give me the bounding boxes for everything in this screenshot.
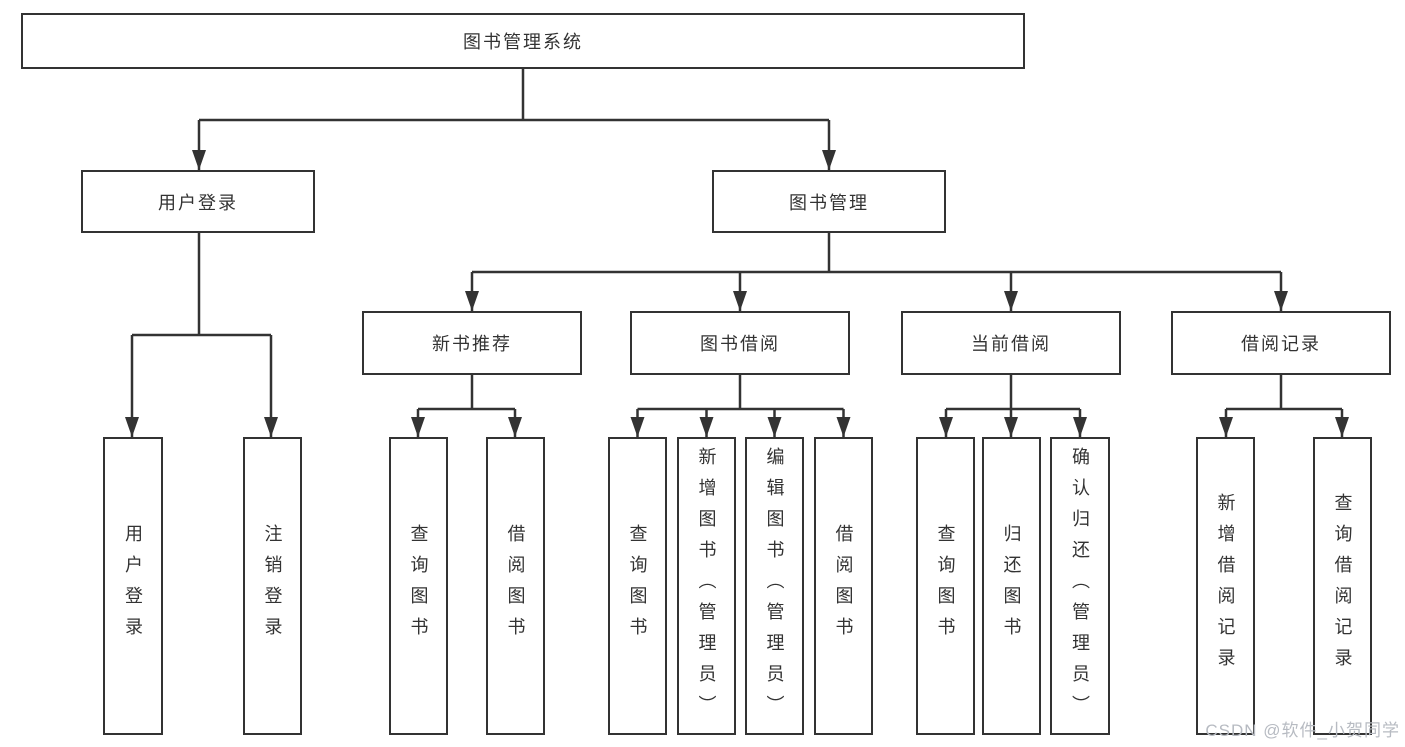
node-label: 编辑图书（管理员） [764, 446, 785, 726]
node-label: 查询图书 [935, 524, 956, 648]
node-label: 注销登录 [262, 524, 283, 648]
node-label: 借阅图书 [833, 524, 854, 648]
node-label: 查询图书 [627, 524, 648, 648]
node-label: 用户登录 [123, 524, 143, 648]
node-label: 图书借阅 [700, 334, 780, 354]
node-label: 用户登录 [158, 192, 238, 213]
node-leaf-user-login: 用户登录 [103, 437, 163, 735]
node-leaf-query-borrow-record: 查询借阅记录 [1313, 437, 1372, 735]
node-new-book-recommendation: 新书推荐 [362, 311, 582, 375]
node-label: 借阅图书 [505, 524, 526, 648]
node-label: 新增图书（管理员） [696, 446, 717, 726]
node-label: 借阅记录 [1241, 334, 1321, 354]
node-leaf-query-books-1: 查询图书 [389, 437, 448, 735]
node-leaf-add-borrow-record: 新增借阅记录 [1196, 437, 1255, 735]
node-leaf-edit-book-admin: 编辑图书（管理员） [745, 437, 804, 735]
node-label: 确认归还（管理员） [1070, 446, 1090, 726]
node-current-borrowing: 当前借阅 [901, 311, 1121, 375]
node-label: 新书推荐 [432, 334, 512, 354]
node-book-management-module: 图书管理 [712, 170, 946, 233]
node-leaf-confirm-return-admin: 确认归还（管理员） [1050, 437, 1110, 735]
node-leaf-query-books-2: 查询图书 [608, 437, 667, 735]
node-leaf-query-books-3: 查询图书 [916, 437, 975, 735]
node-label: 图书管理系统 [463, 32, 583, 52]
node-label: 归还图书 [1001, 524, 1022, 648]
node-user-login-module: 用户登录 [81, 170, 315, 233]
arrowheads [125, 150, 1349, 437]
node-label: 图书管理 [789, 192, 869, 213]
node-label: 查询图书 [408, 524, 429, 648]
node-leaf-return-book: 归还图书 [982, 437, 1041, 735]
node-leaf-logout: 注销登录 [243, 437, 302, 735]
node-borrowing-records: 借阅记录 [1171, 311, 1391, 375]
node-leaf-add-book-admin: 新增图书（管理员） [677, 437, 736, 735]
node-label: 新增借阅记录 [1215, 493, 1236, 679]
node-leaf-borrow-books-1: 借阅图书 [486, 437, 545, 735]
node-library-management-system: 图书管理系统 [21, 13, 1025, 69]
node-label: 查询借阅记录 [1332, 493, 1353, 679]
node-label: 当前借阅 [971, 334, 1051, 354]
node-book-borrowing: 图书借阅 [630, 311, 850, 375]
node-leaf-borrow-books-2: 借阅图书 [814, 437, 873, 735]
connector-path [130, 69, 1344, 437]
